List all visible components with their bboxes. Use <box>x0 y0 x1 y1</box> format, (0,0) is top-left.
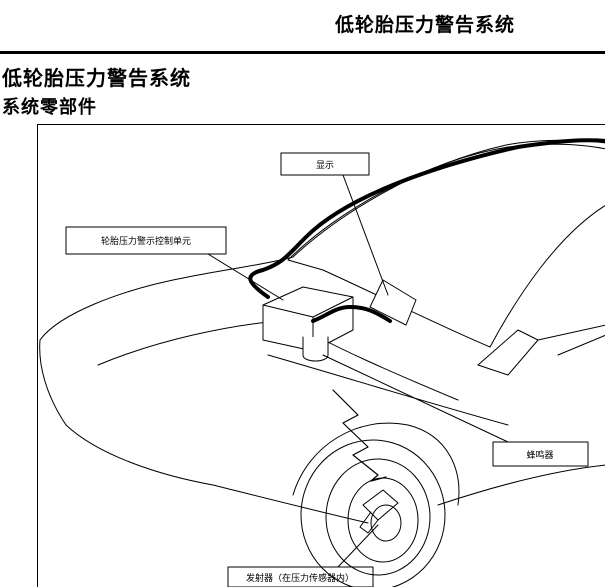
wiring-harness <box>248 138 605 299</box>
tire-inner <box>325 458 431 576</box>
transmitter-sensor <box>362 489 399 521</box>
door-window-edge <box>537 324 605 341</box>
wheel-arch <box>292 422 460 506</box>
buzzer-leader <box>322 354 509 443</box>
side-mirror <box>477 329 539 376</box>
transmitter-leader <box>317 524 379 568</box>
control-unit-callout-box <box>65 226 227 255</box>
wheel-hub <box>370 504 402 542</box>
control-unit-box <box>262 286 354 352</box>
rocker-line <box>212 484 369 524</box>
section-subtitle: 系统零部件 <box>2 97 97 118</box>
transmitter-callout-box <box>227 566 374 587</box>
buzzer-body <box>302 336 329 362</box>
section-title: 低轮胎压力警告系统 <box>2 66 191 90</box>
tire-outer <box>300 439 446 587</box>
b-pillar <box>557 334 605 356</box>
control-unit-label: 轮胎压力警示控制单元 <box>101 235 191 247</box>
buzzer-label: 蜂鸣器 <box>526 449 553 461</box>
car-diagram: 显示 轮胎压力警示控制单元 蜂鸣器 发射器（在压力传感器内） <box>39 138 605 587</box>
car-lower-body <box>39 339 214 486</box>
valve-stem <box>359 511 379 534</box>
a-pillar <box>489 205 605 348</box>
car-body-outline <box>39 139 605 341</box>
fender-crease <box>267 354 509 426</box>
transmitter-label: 发射器（在压力传感器内） <box>246 572 354 584</box>
rear-door-line <box>437 464 605 506</box>
buzzer-callout-box <box>492 441 589 467</box>
display-label: 显示 <box>316 160 334 171</box>
display-leader <box>322 174 389 296</box>
windshield <box>287 143 605 261</box>
display-panel <box>369 279 417 326</box>
signal-zigzag <box>332 389 387 482</box>
header-rule <box>0 51 605 54</box>
components-figure: 显示 轮胎压力警示控制单元 蜂鸣器 发射器（在压力传感器内） <box>37 124 605 587</box>
running-header: 低轮胎压力警告系统 <box>334 14 515 36</box>
control-unit-leader <box>187 253 284 301</box>
display-cable <box>311 305 392 323</box>
